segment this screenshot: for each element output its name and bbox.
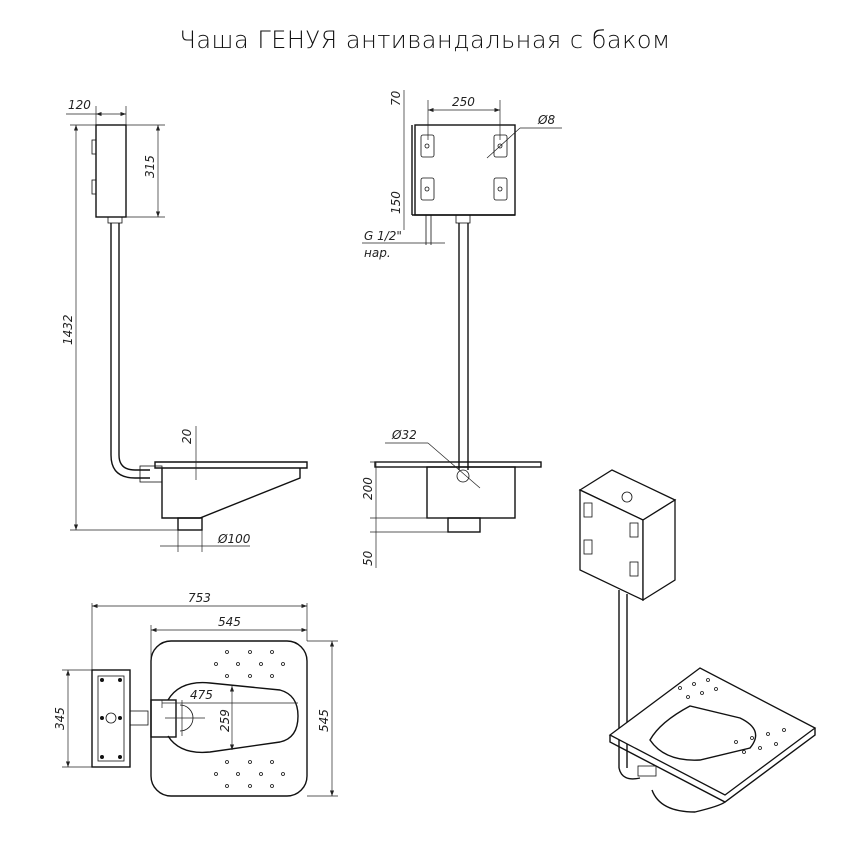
isometric-view [578,469,817,813]
dim-opening-length: 475 [190,688,213,702]
dim-tank-width: 120 [68,98,91,112]
dim-mount-vertical: 150 [389,191,403,214]
dim-bowl-width: 545 [218,615,241,629]
outlet [177,517,203,531]
dim-plate-thickness: 20 [180,428,194,444]
thread-size: G 1/2" [364,229,402,243]
dim-outlet-height: 50 [361,550,375,566]
dim-outlet-diameter: Ø100 [217,532,251,546]
front-view: 70 150 250 Ø8 G 1/2" нар. Ø32 200 50 [361,90,562,568]
dim-hole-diameter: Ø8 [537,113,555,127]
bowl-body [161,468,301,519]
dim-overall-length: 753 [188,591,211,605]
bowl-plate [154,461,308,469]
flush-pipe [110,223,150,479]
dim-pipe-diameter: Ø32 [391,428,417,442]
top-view: 753 545 345 545 475 259 [53,591,338,797]
drawing-title: Чаша ГЕНУЯ антивандальная с баком [179,26,671,54]
dim-bowl-depth: 545 [317,709,331,732]
tank-side [95,124,127,218]
dim-tank-height: 315 [143,155,157,178]
dim-mount-spacing: 250 [452,95,475,109]
dim-opening-width: 259 [218,709,232,732]
foot-grip-dots [214,650,285,788]
dim-bowl-height: 200 [361,477,375,500]
side-view: 120 315 1432 20 Ø100 [61,98,308,552]
bowl-plate-front [374,461,542,468]
thread-type: нар. [364,246,391,260]
dim-top-offset: 70 [389,90,403,106]
footprint-opening [167,681,299,754]
dim-total-height: 1432 [61,314,75,345]
dim-tank-length: 345 [53,707,67,730]
